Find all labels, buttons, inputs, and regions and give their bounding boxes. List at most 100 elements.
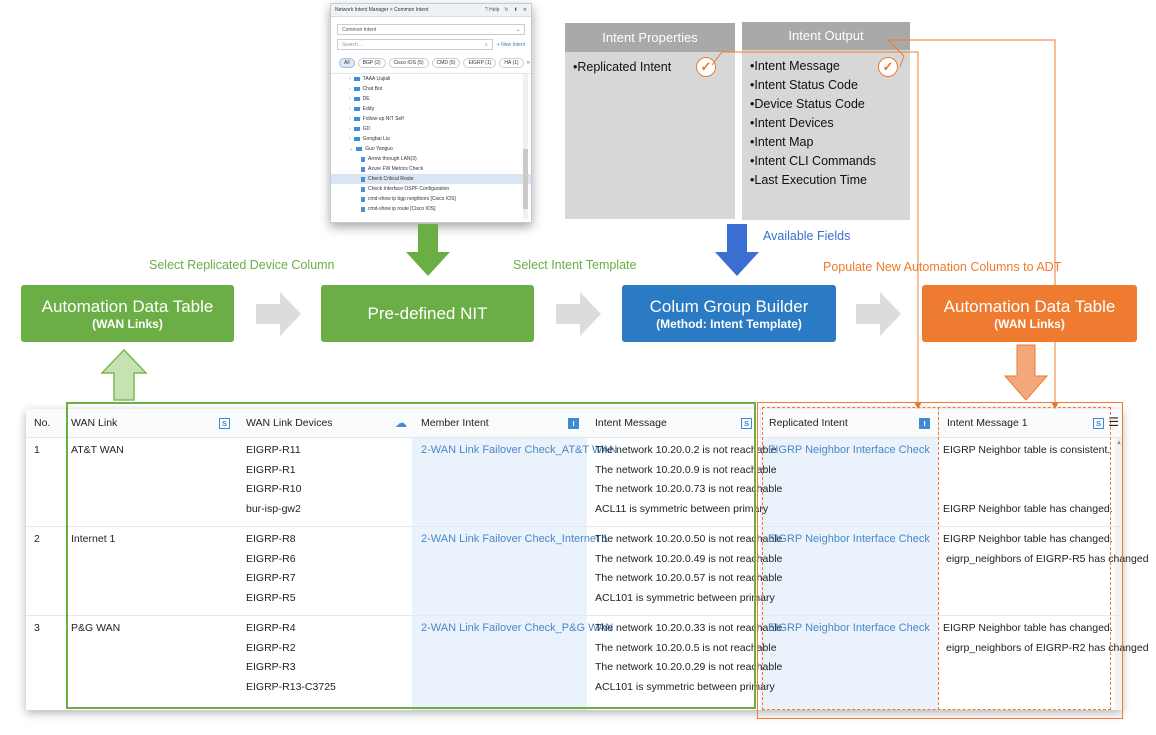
refresh-icon[interactable]: ↻ <box>504 7 509 13</box>
intent-label: cmd-show ip bgp neighbors [Cisco IOS] <box>368 196 456 202</box>
folder-label: Eddy <box>362 106 375 112</box>
header-label: WAN Link <box>71 417 118 429</box>
tree-folder[interactable]: ›Chat Bot <box>349 86 383 92</box>
cell-replicated-intent-link[interactable]: EIGRP Neighbor Interface Check <box>768 444 930 456</box>
help-link[interactable]: ? Help <box>485 7 499 13</box>
flow-title: Automation Data Table <box>943 297 1116 316</box>
folder-label: Chat Bot <box>362 86 383 92</box>
tree-intent-selected[interactable]: Check Critical Route <box>331 174 531 184</box>
cell-intent-message-1: eigrp_neighbors of EIGRP-R2 has changed <box>946 642 1149 654</box>
down-arrow-green <box>406 224 450 276</box>
output-item: •Intent Message <box>750 59 840 73</box>
flow-adt-output: Automation Data Table (WAN Links) <box>922 285 1137 342</box>
right-arrow-gray <box>556 292 601 336</box>
tree-intent[interactable]: cmd-show ip route [Cisco IOS] <box>331 204 531 214</box>
header-label: Intent Message 1 <box>947 417 1028 429</box>
output-item: •Device Status Code <box>750 97 865 111</box>
folder-icon <box>353 107 360 111</box>
intent-icon <box>361 156 365 162</box>
column-menu-icon[interactable]: ☰ <box>1108 415 1119 429</box>
more-filters-icon[interactable]: » <box>526 60 530 66</box>
tree-scrollbar[interactable] <box>523 74 528 219</box>
folder-label: Gongbai Liu <box>362 136 390 142</box>
property-item: •Replicated Intent <box>573 60 672 74</box>
flow-title: Automation Data Table <box>41 297 214 316</box>
cell-intent-message: ACL11 is symmetric between primary <box>595 503 769 515</box>
output-item: •Intent Map <box>750 135 814 149</box>
filter-chip[interactable]: BGP (2) <box>357 58 386 68</box>
flow-title: Colum Group Builder <box>649 297 809 316</box>
replicated-intent-shade <box>760 438 938 710</box>
tree-folder[interactable]: ›Follow-up NIT Self <box>349 116 404 122</box>
folder-label: TAAA Liujiali <box>362 76 391 82</box>
filter-chip[interactable]: HA (1) <box>499 58 524 68</box>
cell-wan-link: AT&T WAN <box>71 444 124 456</box>
cell-wan-link: Internet 1 <box>71 533 116 545</box>
tree-folder[interactable]: ›GD <box>349 126 371 132</box>
header-label: WAN Link Devices <box>246 417 333 429</box>
folder-icon <box>353 97 360 101</box>
tree-folder-expanded[interactable]: ⌄Guo Yanguo <box>349 146 393 152</box>
close-icon[interactable]: ✕ <box>522 7 527 13</box>
header-label: Replicated Intent <box>769 417 848 429</box>
cell-no: 1 <box>34 444 40 456</box>
tree-folder[interactable]: ›DE <box>349 96 370 102</box>
scrollbar-thumb[interactable] <box>523 149 528 209</box>
pin-icon[interactable]: ⬆ <box>513 7 518 13</box>
flow-subtitle: (WAN Links) <box>92 317 163 331</box>
chevron-down-icon: ⌄ <box>515 26 520 33</box>
cell-device: EIGRP-R11 <box>246 444 301 456</box>
cell-intent-message-1: eigrp_neighbors of EIGRP-R5 has changed <box>946 553 1149 565</box>
header-label: Intent Message <box>595 417 667 429</box>
filter-chips: All BGP (2) Cisco IOS (5) CMD (5) EIGRP … <box>339 58 530 68</box>
header-no[interactable]: No. <box>26 409 63 438</box>
cell-device: EIGRP-R8 <box>246 533 296 545</box>
filter-chip[interactable]: EIGRP (1) <box>463 58 497 68</box>
flow-column-group-builder: Colum Group Builder (Method: Intent Temp… <box>622 285 836 342</box>
intent-badge-icon: I <box>568 418 579 429</box>
tree-folder[interactable]: ›Eddy <box>349 106 375 112</box>
scroll-up-icon[interactable]: ▲ <box>1116 440 1122 446</box>
tree-folder[interactable]: ›TAAA Liujiali <box>349 76 391 82</box>
intent-category-select[interactable]: Common Intent ⌄ <box>337 24 525 35</box>
flow-subtitle: (WAN Links) <box>994 317 1065 331</box>
folder-label: GD <box>362 126 371 132</box>
intent-label: cmd-show ip route [Cisco IOS] <box>368 206 436 212</box>
search-input[interactable]: Search... ⌕ <box>337 39 493 50</box>
cell-intent-message: The network 10.20.0.50 is not reachable <box>595 533 783 545</box>
cell-member-intent-link[interactable]: 2-WAN Link Failover Check_P&G WAN <box>421 622 614 634</box>
tree-intent[interactable]: Arrow through LAN(3) <box>331 154 531 164</box>
filter-chip-all[interactable]: All <box>339 58 355 68</box>
caption-select-template: Select Intent Template <box>513 258 637 272</box>
filter-chip[interactable]: Cisco IOS (5) <box>388 58 429 68</box>
caption-populate: Populate New Automation Columns to ADT <box>823 260 1062 274</box>
intent-icon <box>361 206 365 212</box>
filter-chip[interactable]: CMD (5) <box>431 58 461 68</box>
cell-replicated-intent-link[interactable]: EIGRP Neighbor Interface Check <box>768 622 930 634</box>
flow-adt-input: Automation Data Table (WAN Links) <box>21 285 234 342</box>
table-scrollbar[interactable]: ▲ <box>1115 438 1122 710</box>
cell-member-intent-link[interactable]: 2-WAN Link Failover Check_AT&T WAN <box>421 444 618 456</box>
new-intent-button[interactable]: + New Intent <box>496 41 525 48</box>
cell-member-intent-link[interactable]: 2-WAN Link Failover Check_Internet 1 <box>421 533 609 545</box>
folder-icon <box>353 117 360 121</box>
cell-intent-message: The network 10.20.0.73 is not reachable <box>595 483 783 495</box>
tree-intent[interactable]: cmd-show ip bgp neighbors [Cisco IOS] <box>331 194 531 204</box>
cell-replicated-intent-link[interactable]: EIGRP Neighbor Interface Check <box>768 533 930 545</box>
cell-intent-message: The network 10.20.0.57 is not reachable <box>595 572 783 584</box>
intent-icon <box>361 196 365 202</box>
header-wan-link-devices[interactable]: WAN Link Devices☁ <box>238 409 413 438</box>
nit-breadcrumb: Network Intent Manager > Common Intent <box>335 7 429 13</box>
intent-icon <box>361 166 365 172</box>
up-arrow-green <box>100 348 148 401</box>
tree-intent[interactable]: Azure FW Metrics Check <box>331 164 531 174</box>
tree-folder[interactable]: ›Gongbai Liu <box>349 136 390 142</box>
output-item: •Intent CLI Commands <box>750 154 876 168</box>
tree-intent[interactable]: Check Interface OSPF Configuration <box>331 184 531 194</box>
help-label: Help <box>489 7 500 13</box>
